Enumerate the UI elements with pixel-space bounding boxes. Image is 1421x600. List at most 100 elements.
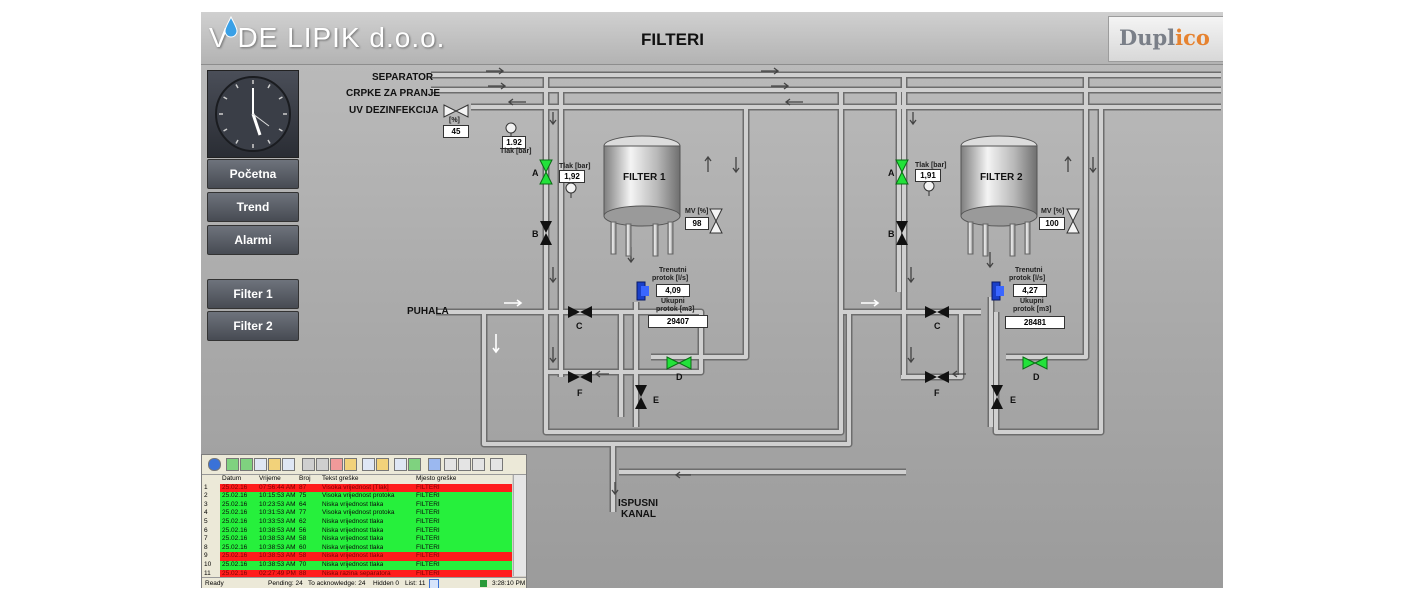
first-icon[interactable] — [444, 458, 457, 471]
filter-2-valve-a-label: A — [888, 168, 895, 178]
filter-1-valve-e-label: E — [653, 395, 660, 405]
filter-1-pressure-value: 1,92 — [559, 170, 585, 183]
nav-button-filter-2[interactable]: Filter 2 — [207, 311, 299, 341]
acknowledge-icon[interactable] — [226, 458, 239, 471]
filter-1-name: FILTER 1 — [623, 172, 666, 183]
filter-2-valve-b[interactable] — [896, 221, 908, 245]
nav-button-trend[interactable]: Trend — [207, 192, 299, 222]
filter-2-mv-label: MV [%] — [1041, 208, 1065, 215]
alarm-cell-mjesto: FILTERI — [416, 569, 440, 577]
alarm-cell-mjesto: FILTERI — [416, 552, 440, 560]
column-header-mjesto[interactable]: Mjesto greške — [416, 475, 457, 482]
clock-tick — [267, 139, 271, 144]
alarm-cell-mjesto: FILTERI — [416, 526, 440, 534]
filter-2-valve-d[interactable] — [1022, 356, 1048, 370]
filter-1-valve-b[interactable] — [540, 221, 552, 245]
nav-button-filter-1[interactable]: Filter 1 — [207, 279, 299, 309]
alarm-cell-broj: 58 — [299, 552, 307, 560]
alarm-cell-tekst: Niska vrijednost tlaka — [322, 518, 384, 525]
filter-1-pressure-gauge-icon — [565, 182, 577, 198]
export-icon[interactable] — [408, 458, 421, 471]
filter-1-valve-a[interactable] — [539, 159, 553, 185]
history-icon[interactable] — [330, 458, 343, 471]
alarm-cell-vrijeme: 07:56:44 AM — [259, 483, 296, 491]
acknowledge-all-icon[interactable] — [240, 458, 253, 471]
filter-1-mv-valve[interactable] — [709, 208, 723, 234]
column-header-broj[interactable]: Broj — [299, 475, 311, 482]
crpke-label: CRPKE ZA PRANJE — [346, 88, 441, 99]
filter-2-flow-label-2: protok [l/s] — [1009, 275, 1046, 282]
main-pressure-gauge-icon — [505, 122, 517, 136]
ispusni-label: ISPUSNI — [618, 498, 659, 509]
alarm-cell-tekst: Niska vrijednost tlaka — [322, 535, 384, 543]
clock-tick — [223, 96, 228, 100]
filter-icon[interactable] — [282, 458, 295, 471]
status-list: List: 11 — [405, 580, 426, 587]
column-header-tekst[interactable]: Tekst greške — [322, 475, 359, 482]
help-icon[interactable] — [208, 458, 221, 471]
filter-1-flow-label-1: Trenutni — [659, 267, 687, 274]
alarm-cell-n: 9 — [202, 552, 220, 561]
list-icon[interactable] — [254, 458, 267, 471]
analog-clock — [207, 70, 299, 158]
nav-button-alarmi[interactable]: Alarmi — [207, 225, 299, 255]
filter-2-valve-f[interactable] — [925, 371, 949, 383]
edit-icon[interactable] — [362, 458, 375, 471]
filter-2-mv-valve[interactable] — [1066, 208, 1080, 234]
alarm-cell-datum: 25.02.16 — [222, 483, 248, 491]
filter-2-total-label-2: protok [m3] — [1013, 306, 1052, 313]
filter-1-valve-c[interactable] — [568, 306, 592, 318]
alarm-cell-n: 3 — [202, 500, 220, 510]
alarm-cell-broj: 58 — [299, 535, 307, 543]
filter-2-valve-e[interactable] — [991, 385, 1003, 409]
filter-1-valve-c-label: C — [576, 321, 583, 331]
print-icon[interactable] — [394, 458, 407, 471]
alarm-cell-vrijeme: 10:38:53 AM — [259, 526, 296, 534]
last-icon[interactable] — [490, 458, 503, 471]
alarm-scrollbar[interactable] — [513, 475, 526, 576]
info-icon[interactable] — [376, 458, 389, 471]
alarm-cell-tekst: Niska vrijednost tlaka — [322, 561, 384, 568]
filter-1-valve-f[interactable] — [568, 371, 592, 383]
previous-icon[interactable] — [458, 458, 471, 471]
list-mode-icon[interactable] — [429, 579, 439, 588]
filter-1-valve-a-label: A — [532, 168, 539, 178]
scroll-icon[interactable] — [428, 458, 441, 471]
filter-1-valve-e[interactable] — [635, 385, 647, 409]
alarm-cell-datum: 25.02.16 — [222, 509, 248, 517]
nav-button-pocetna[interactable]: Početna — [207, 159, 299, 189]
alarm-cell-vrijeme: 10:31:53 AM — [259, 509, 296, 517]
filter-2-valve-c[interactable] — [925, 306, 949, 318]
uv-valve[interactable] — [443, 104, 469, 118]
hand-icon[interactable] — [302, 458, 315, 471]
sort-icon[interactable] — [316, 458, 329, 471]
alarm-cell-tekst: Visoka vrijednost protoka — [322, 492, 395, 500]
alarm-cell-mjesto: FILTERI — [416, 543, 440, 551]
filter-1-valve-f-label: F — [577, 388, 583, 398]
next-icon[interactable] — [472, 458, 485, 471]
status-pending: Pending: 24 — [268, 580, 303, 587]
filter-1-valve-d[interactable] — [666, 356, 692, 370]
page-title: FILTERI — [641, 30, 704, 49]
alarm-cell-tekst: Niska vrijednost tlaka — [322, 526, 384, 534]
lock-icon[interactable] — [268, 458, 281, 471]
column-header-datum[interactable]: Datum — [222, 475, 242, 482]
alarm-cell-mjesto: FILTERI — [416, 518, 440, 525]
lock-list-icon[interactable] — [344, 458, 357, 471]
column-header-vrijeme[interactable]: Vrijeme — [259, 475, 281, 482]
alarm-cell-vrijeme: 10:38:53 AM — [259, 535, 296, 543]
clock-tick — [278, 128, 283, 132]
clock-face-icon — [215, 76, 291, 152]
filter-2-valve-a[interactable] — [895, 159, 909, 185]
